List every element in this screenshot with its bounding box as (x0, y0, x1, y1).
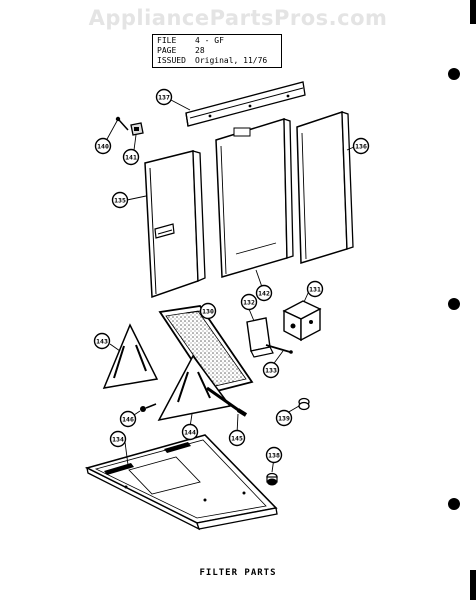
issued-row: ISSUED Original, 11/76 (157, 56, 277, 66)
info-box: FILE 4 - GF PAGE 28 ISSUED Original, 11/76 (152, 34, 282, 68)
callout-146: 146 (119, 410, 137, 428)
top-rail-part (185, 81, 306, 127)
svg-text:130: 130 (202, 308, 214, 316)
callout-142: 142 (255, 284, 273, 302)
file-value: 4 - GF (195, 36, 224, 45)
svg-text:145: 145 (231, 435, 243, 443)
callout-137: 137 (155, 88, 173, 106)
watermark: AppliancePartsPros.com (88, 6, 388, 30)
left-triangle-bracket-part (102, 323, 159, 389)
clip-part (246, 317, 293, 358)
plug-part (266, 472, 278, 486)
callout-140: 140 (94, 137, 112, 155)
page-label: PAGE (157, 46, 177, 55)
junction-box-part (282, 300, 322, 342)
svg-text:131: 131 (309, 286, 321, 294)
scan-edge-bottom (470, 570, 476, 600)
callout-138: 138 (265, 446, 283, 464)
diagram-caption: FILTER PARTS (199, 568, 277, 578)
callout-131: 131 (306, 280, 324, 298)
file-label: FILE (157, 36, 177, 45)
issued-label: ISSUED (157, 56, 186, 65)
callout-139: 139 (275, 409, 293, 427)
screw-part (140, 403, 157, 412)
page-row: PAGE 28 (157, 46, 277, 56)
callout-144: 144 (181, 423, 199, 441)
svg-text:138: 138 (268, 452, 280, 460)
punch-hole-top (448, 68, 460, 80)
callout-141: 141 (122, 148, 140, 166)
svg-text:143: 143 (96, 338, 108, 346)
scan-edge-top (470, 0, 476, 24)
punch-hole-bottom (448, 498, 460, 510)
svg-text:140: 140 (97, 143, 109, 151)
left-side-panel-part (144, 150, 206, 299)
callout-136: 136 (352, 137, 370, 155)
callout-130: 130 (199, 302, 217, 320)
svg-text:135: 135 (114, 197, 126, 205)
callout-labels: 137 140 141 136 135 142 130 132 131 143 … (93, 88, 370, 464)
callout-145: 145 (228, 429, 246, 447)
grommet-part (298, 397, 310, 411)
svg-text:142: 142 (258, 290, 270, 298)
callout-132: 132 (240, 293, 258, 311)
svg-text:146: 146 (122, 416, 134, 424)
callout-133: 133 (262, 361, 280, 379)
rod-part (206, 386, 248, 417)
callout-143: 143 (93, 332, 111, 350)
file-row: FILE 4 - GF (157, 36, 277, 46)
punch-hole-middle (448, 298, 460, 310)
svg-text:137: 137 (158, 94, 170, 102)
small-bracket-part (115, 116, 144, 136)
page-value: 28 (195, 46, 205, 55)
right-side-panel-part (296, 110, 354, 265)
svg-text:144: 144 (184, 429, 196, 437)
svg-text:136: 136 (355, 143, 367, 151)
svg-text:132: 132 (243, 299, 255, 307)
svg-text:139: 139 (278, 415, 290, 423)
svg-text:133: 133 (265, 367, 277, 375)
base-pan-part (84, 434, 278, 531)
center-triangle-bracket-part (157, 354, 232, 422)
issued-value: Original, 11/76 (195, 56, 268, 65)
svg-text:134: 134 (112, 436, 124, 444)
svg-text:141: 141 (125, 154, 137, 162)
callout-134: 134 (109, 430, 127, 448)
center-panel-part (215, 117, 294, 278)
callout-135: 135 (111, 191, 129, 209)
